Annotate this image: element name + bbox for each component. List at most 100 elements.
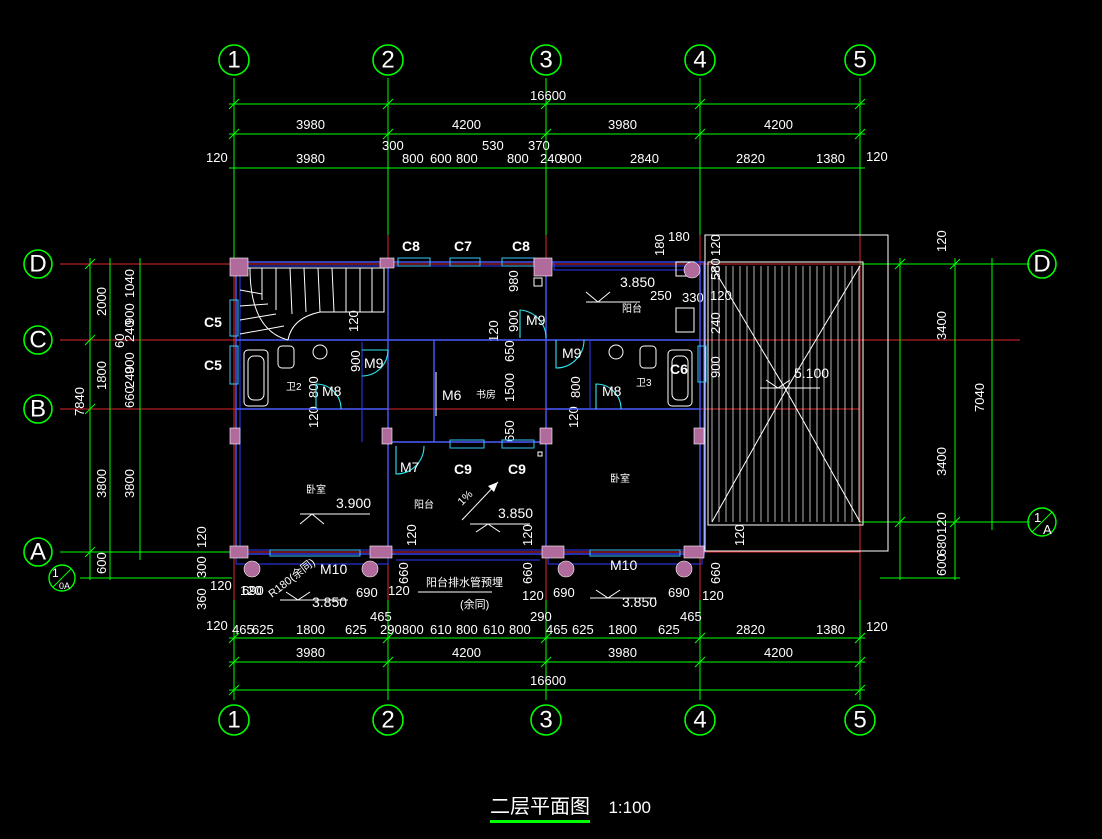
- notes: 阳台排水管预埋 (余同) R180(余同): [265, 555, 503, 611]
- room-labels: 卫2 卫3 书房 卧室 卧室 阳台 阳台: [286, 302, 652, 511]
- svg-text:660: 660: [396, 562, 411, 584]
- doors: [315, 309, 622, 475]
- window-label: C5: [204, 314, 222, 330]
- svg-text:800: 800: [568, 376, 583, 398]
- svg-text:120: 120: [702, 588, 724, 603]
- svg-text:360: 360: [194, 588, 209, 610]
- dimension-lines: [60, 78, 1030, 700]
- svg-text:1%: 1%: [456, 488, 476, 508]
- window-label: C9: [454, 461, 472, 477]
- svg-text:0A: 0A: [59, 581, 70, 591]
- dim: 7840: [72, 387, 87, 416]
- dim: 800: [456, 151, 478, 166]
- svg-text:660: 660: [708, 562, 723, 584]
- dim: 1800: [296, 622, 325, 637]
- dim: 800: [402, 151, 424, 166]
- dim: 120: [206, 150, 228, 165]
- door-label: M9: [562, 345, 582, 361]
- dim: 3400: [934, 311, 949, 340]
- axis-bubbles-top: 1 2 3 4 5: [218, 44, 876, 76]
- dim: 240: [122, 366, 137, 388]
- dim: 900: [122, 303, 137, 325]
- door-label: M8: [322, 383, 342, 399]
- svg-text:300: 300: [194, 556, 209, 578]
- dim: 900: [560, 151, 582, 166]
- svg-text:690: 690: [553, 585, 575, 600]
- svg-text:650: 650: [502, 420, 517, 442]
- svg-text:120: 120: [486, 320, 501, 342]
- dim: 600: [934, 554, 949, 576]
- dim: 1800: [608, 622, 637, 637]
- axis-label: D: [29, 251, 46, 278]
- roof-ridge: [711, 265, 861, 523]
- dim: 240: [540, 151, 562, 166]
- svg-text:650: 650: [502, 340, 517, 362]
- axis-label: 4: [693, 707, 706, 734]
- dim: 3980: [296, 117, 325, 132]
- dim: 465: [546, 622, 568, 637]
- dim: 680: [934, 534, 949, 556]
- window-label: C9: [508, 461, 526, 477]
- svg-text:690: 690: [242, 583, 264, 598]
- dim: 7040: [972, 383, 987, 412]
- window-label: C5: [204, 357, 222, 373]
- axis-bubbles-left: D C B A: [23, 249, 53, 567]
- walls: [235, 234, 889, 565]
- room-label-bed-left: 卧室: [306, 483, 326, 496]
- window-label: C7: [454, 238, 472, 254]
- door-label: M10: [320, 561, 347, 577]
- dim: 660: [122, 386, 137, 408]
- dim: 625: [345, 622, 367, 637]
- columns: [229, 257, 705, 578]
- room-label-bed-right: 卧室: [610, 472, 630, 485]
- dim: 600: [94, 552, 109, 574]
- dim: 2820: [736, 622, 765, 637]
- dim: 625: [252, 622, 274, 637]
- window-label: C8: [512, 238, 530, 254]
- title-text: 二层平面图: [490, 796, 590, 823]
- axis-label: 3: [539, 47, 552, 74]
- dim: 3980: [608, 117, 637, 132]
- dim: 4200: [452, 645, 481, 660]
- dim: 1040: [122, 269, 137, 298]
- dim: 240: [122, 320, 137, 342]
- door-label: M8: [602, 383, 622, 399]
- svg-text:465: 465: [370, 609, 392, 624]
- axis-bubbles-bottom: 1 2 3 4 5: [218, 704, 876, 736]
- svg-text:3.850: 3.850: [622, 594, 657, 610]
- dim: 625: [658, 622, 680, 637]
- svg-text:3.850: 3.850: [498, 505, 533, 521]
- svg-text:1500: 1500: [502, 373, 517, 402]
- dim: 120: [934, 230, 949, 252]
- dim: 800: [402, 622, 424, 637]
- axis-label: 4: [693, 47, 706, 74]
- dim-total-bottom: 16600: [530, 673, 566, 688]
- dim: 3980: [296, 645, 325, 660]
- svg-text:120: 120: [522, 588, 544, 603]
- axis-label: 5: [853, 707, 866, 734]
- dim: 3980: [608, 645, 637, 660]
- svg-text:1: 1: [52, 566, 59, 580]
- dim: 120: [866, 149, 888, 164]
- dim: 800: [507, 151, 529, 166]
- note-same: (余同): [460, 597, 489, 611]
- room-label-balcony-mid: 阳台: [414, 498, 434, 511]
- dim: 1800: [94, 361, 109, 390]
- svg-text:120: 120: [708, 234, 723, 256]
- dim: 120: [934, 512, 949, 534]
- dims-right: 120 3400 3400 120 600 680 7040: [934, 230, 987, 576]
- sub-axis-left: 1 0A: [48, 564, 76, 592]
- dim: 290: [380, 622, 402, 637]
- drawing-title: 二层平面图 1:100: [490, 790, 651, 823]
- dims-left: 7840 2000 1800 3800 600 1040 900 240 60 …: [72, 269, 137, 574]
- window-labels: C8 C7 C8 C5 C5 C9 C9 C6: [204, 238, 688, 477]
- dim: 3800: [122, 469, 137, 498]
- roof-hatch: [711, 265, 861, 523]
- dim: 300: [382, 138, 404, 153]
- dim: 600: [430, 151, 452, 166]
- dim: 370: [528, 138, 550, 153]
- sub-axis-right: 1 A: [1027, 507, 1057, 537]
- dims-bottom: 120 465 625 1800 625 290 800 610 800 610…: [206, 618, 888, 688]
- dim: 4200: [452, 117, 481, 132]
